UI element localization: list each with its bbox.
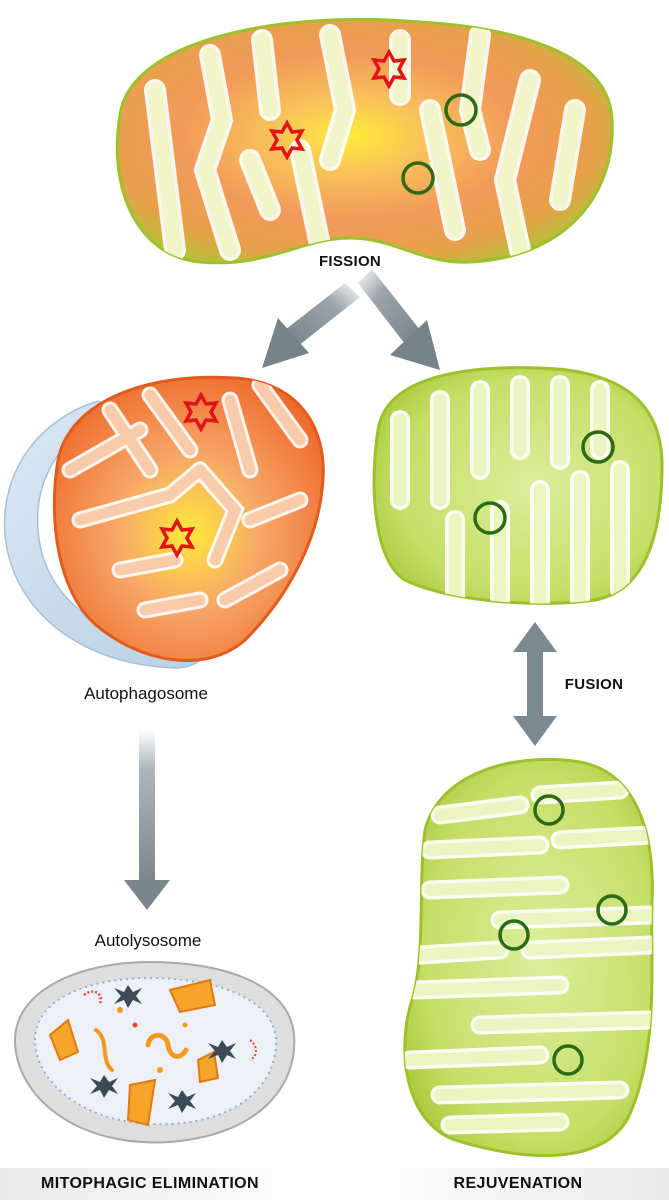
lysosomal-enzyme-icon (208, 1040, 236, 1063)
autolysosome (13, 960, 296, 1144)
damage-marker-icon (370, 48, 408, 90)
lysosomal-enzyme-icon (168, 1090, 196, 1113)
damage-marker-icon (268, 119, 306, 161)
footer-rejuvenation: REJUVENATION (367, 1168, 669, 1200)
lysosomal-enzyme-icon (90, 1075, 118, 1098)
lysosomal-enzyme-icon (114, 985, 142, 1008)
arrow-to-autophagy-icon (262, 283, 360, 368)
parent-mitochondrion (115, 17, 614, 265)
healthy-marker-icon (533, 794, 565, 826)
healthy-marker-icon (444, 93, 478, 127)
arrow-to-rejuvenation-icon (358, 269, 440, 370)
fused-mitochondrion (403, 757, 654, 1157)
healthy-marker-icon (401, 161, 435, 195)
fusion-label: FUSION (565, 676, 623, 693)
fusion-double-arrow-icon (513, 622, 557, 746)
debris-fragments (48, 978, 257, 1127)
healthy-marker-icon (552, 1044, 584, 1076)
damaged-mitochondrion (52, 375, 325, 662)
damage-marker-icon (158, 517, 196, 559)
fission-label: FISSION (319, 253, 381, 270)
footer-mitophagic-elimination: MITOPHAGIC ELIMINATION (0, 1168, 300, 1200)
arrow-to-autolysosome-icon (124, 730, 170, 910)
autolysosome-label: Autolysosome (95, 931, 202, 950)
autophagosome-label: Autophagosome (84, 684, 208, 703)
healthy-marker-icon (581, 430, 615, 464)
healthy-marker-icon (498, 919, 530, 951)
healthy-marker-icon (596, 894, 628, 926)
healthy-marker-icon (473, 501, 507, 535)
damage-marker-icon (182, 391, 220, 433)
healthy-daughter-mitochondrion (372, 366, 664, 605)
